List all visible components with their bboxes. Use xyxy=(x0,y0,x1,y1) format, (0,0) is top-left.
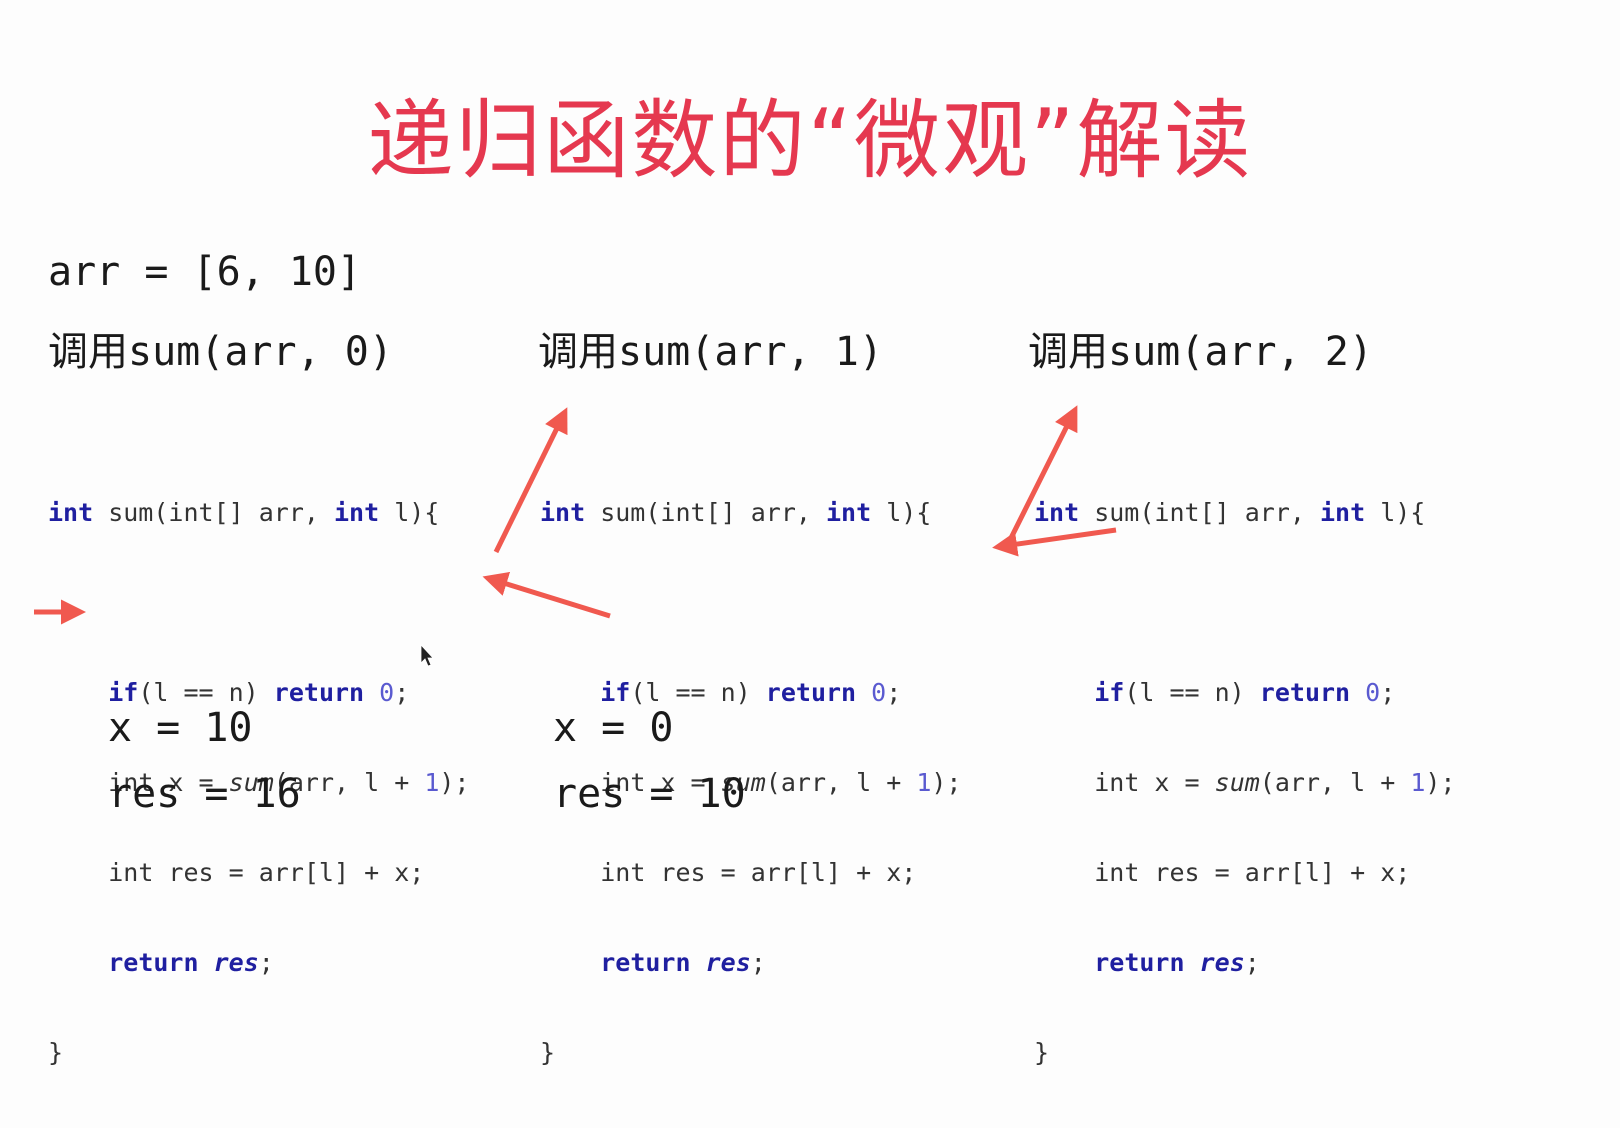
call-label-2: 调用sum(arr, 2) xyxy=(1028,332,1373,372)
code-line-base-case: if(l == n) return 0; xyxy=(600,678,902,707)
code-line-close: } xyxy=(48,1038,64,1067)
slide: 递归函数的“微观”解读 arr = [6, 10] 调用sum(arr, 0) … xyxy=(34,91,1456,1067)
array-definition: arr = [6, 10] xyxy=(48,249,362,295)
code-line-signature: int sum(int[] arr, int l){ xyxy=(540,498,932,527)
code-line-recursive-call: int x = sum(arr, l + 1); xyxy=(108,768,470,797)
arrow-return-to-frame-1 xyxy=(992,527,1117,557)
arrow-call-into-frame-2 xyxy=(1003,405,1078,550)
call-label-1: 调用sum(arr, 1) xyxy=(538,332,883,372)
code-line-return: return res; xyxy=(1094,948,1260,977)
mouse-cursor-icon xyxy=(420,643,434,667)
call-expression: sum(arr, 0) xyxy=(128,329,393,375)
code-line-res: int res = arr[l] + x; xyxy=(108,858,425,887)
call-expression: sum(arr, 1) xyxy=(618,329,883,375)
code-line-close: } xyxy=(1034,1038,1050,1067)
code-line-recursive-call: int x = sum(arr, l + 1); xyxy=(1094,768,1456,797)
code-line-signature: int sum(int[] arr, int l){ xyxy=(48,498,440,527)
call-expression: sum(arr, 2) xyxy=(1108,329,1373,375)
code-line-recursive-call: int x = sum(arr, l + 1); xyxy=(600,768,962,797)
call-prefix: 调用 xyxy=(48,329,128,375)
slide-title: 递归函数的“微观”解读 xyxy=(367,91,1253,191)
code-line-res: int res = arr[l] + x; xyxy=(1094,858,1411,887)
code-line-base-case: if(l == n) return 0; xyxy=(1094,678,1396,707)
code-line-signature: int sum(int[] arr, int l){ xyxy=(1034,498,1426,527)
call-label-0: 调用sum(arr, 0) xyxy=(48,332,393,372)
arrow-call-into-frame-1 xyxy=(493,407,568,554)
arrows-layer xyxy=(34,405,1117,667)
code-line-close: } xyxy=(540,1038,556,1067)
code-line-base-case: if(l == n) return 0; xyxy=(108,678,410,707)
arrow-return-to-frame-0 xyxy=(482,571,611,619)
call-prefix: 调用 xyxy=(1028,329,1108,375)
x-value-1: x = 0 xyxy=(553,705,674,751)
code-line-return: return res; xyxy=(108,948,274,977)
res-value-1: res = 10 xyxy=(553,771,746,817)
code-line-return: return res; xyxy=(600,948,766,977)
x-value-0: x = 10 xyxy=(108,705,253,751)
res-value-0: res = 16 xyxy=(108,771,301,817)
code-line-res: int res = arr[l] + x; xyxy=(600,858,917,887)
call-prefix: 调用 xyxy=(538,329,618,375)
